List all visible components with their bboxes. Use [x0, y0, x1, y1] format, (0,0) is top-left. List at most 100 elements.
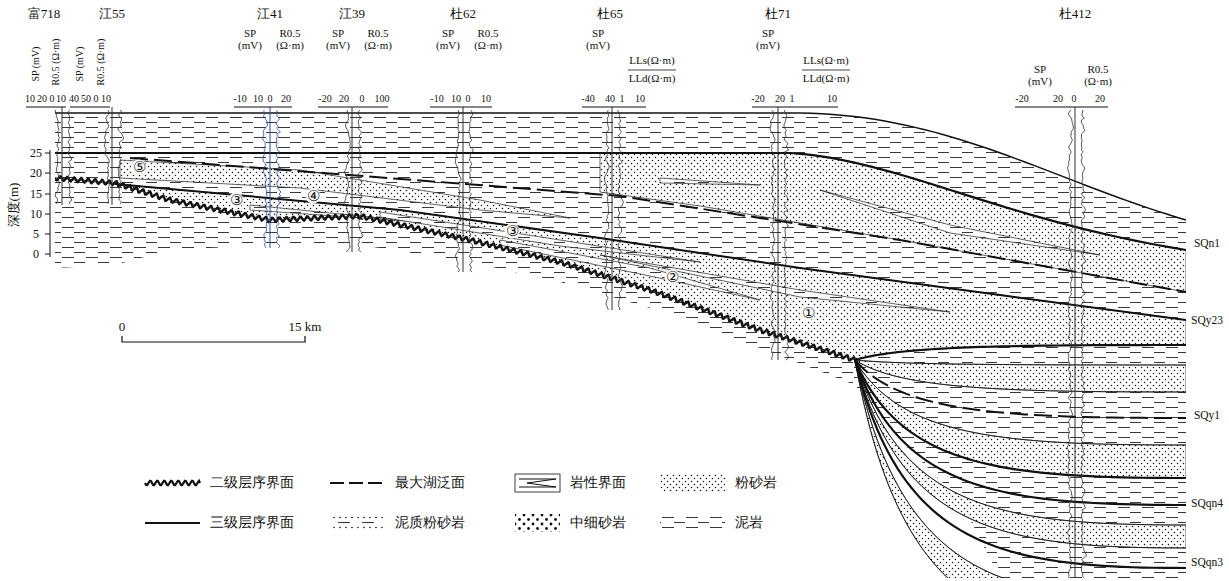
- log-scale-value: -20: [751, 94, 764, 105]
- log-scale-value: 20: [1095, 94, 1105, 105]
- log-scale-value: 0: [50, 94, 55, 105]
- mudstone-fill: [55, 113, 1186, 578]
- fraction-line: [802, 70, 850, 71]
- log-scale-value: 20: [281, 94, 291, 105]
- log-scale-value: 10: [481, 94, 491, 105]
- well-line: [1075, 107, 1076, 578]
- legend-text: 最大湖泛面: [395, 475, 465, 490]
- fan-boundary: [855, 360, 1186, 445]
- resistivity-curve: [469, 110, 473, 272]
- scale-label: 15 km: [289, 320, 322, 334]
- resistivity-curve: [618, 110, 623, 310]
- resistivity-curve: [68, 110, 72, 204]
- fraction-line: [628, 70, 676, 71]
- sequence-label: SQn1: [1194, 237, 1220, 249]
- log-scale-line: [26, 107, 66, 108]
- fan-boundary: [855, 360, 1186, 525]
- fan-boundary: [855, 360, 1186, 578]
- top-surface: [55, 113, 1186, 220]
- log-scale-value: 10: [56, 94, 66, 105]
- legend-text: 泥质粉砂岩: [395, 515, 465, 530]
- legend-swatch: [660, 474, 725, 492]
- log-curve-header: R0.5 (Ω·m): [96, 39, 107, 86]
- well-name: 杜65: [597, 7, 623, 21]
- depth-tick: 5: [33, 228, 39, 241]
- scale-bar: [122, 336, 305, 342]
- log-curve-header: SP (mV): [75, 47, 86, 82]
- log-curve-header: LLs(Ω·m): [803, 55, 848, 67]
- depth-tick: 10: [30, 208, 42, 221]
- log-curve-header: SP (mV): [430, 28, 466, 51]
- log-scale-value: 0: [1072, 94, 1077, 105]
- third-order-boundary: [115, 184, 1186, 320]
- log-curve-header: SP (mV): [31, 47, 42, 82]
- log-curve-header: LLd(Ω·m): [803, 73, 850, 85]
- log-scale-value: 40: [69, 94, 79, 105]
- log-curve-header: SP (mV): [750, 28, 786, 51]
- log-scale-value: 1: [620, 94, 625, 105]
- sequence-label: SQqn4: [1191, 497, 1223, 509]
- well-name: 杜71: [765, 7, 791, 21]
- legend-swatch: [660, 514, 725, 532]
- well-name: 杜412: [1059, 7, 1092, 21]
- callout-number: ③: [229, 193, 244, 208]
- log-scale-value: 10: [253, 94, 263, 105]
- log-scale-value: 10: [101, 94, 111, 105]
- callout-number: ⑤: [132, 160, 147, 175]
- log-scale-value: 20: [1053, 94, 1063, 105]
- log-scale-value: 0: [360, 94, 365, 105]
- sp-curve: [263, 110, 268, 248]
- sp-curve: [104, 110, 109, 204]
- mud-tongue: [500, 240, 760, 300]
- log-scale-value: 20: [775, 94, 785, 105]
- well-name: 江41: [257, 7, 283, 21]
- legend-swatch: [515, 514, 560, 532]
- log-curve-header: R0.5 (Ω·m): [360, 28, 396, 51]
- log-scale-value: -20: [1015, 94, 1028, 105]
- log-curve-header: R0.5 (Ω·m): [1080, 64, 1116, 87]
- sand-lens: [855, 360, 1186, 392]
- depth-axis: [45, 150, 50, 257]
- sp-curve: [55, 110, 59, 204]
- mud-tongue: [660, 178, 760, 185]
- log-scale-line: [430, 107, 492, 108]
- section: [55, 113, 1186, 578]
- log-scale-value: 20: [339, 94, 349, 105]
- log-scale-value: 10: [25, 94, 35, 105]
- depth-tick: 25: [30, 147, 42, 160]
- sp-curve: [1067, 110, 1074, 578]
- sand-lens: [855, 360, 1186, 578]
- well-line: [778, 107, 779, 360]
- callout-number: ①: [801, 306, 816, 321]
- legend: [145, 474, 725, 532]
- well-line: [112, 107, 113, 205]
- log-scale-value: 100: [375, 94, 390, 105]
- well-line: [352, 107, 353, 252]
- max-flooding-surface: [130, 158, 1186, 292]
- axis-title: 深度(m): [7, 183, 21, 228]
- legend-text: 泥岩: [735, 515, 763, 530]
- log-curve-header: R0.5 (Ω·m): [470, 28, 506, 51]
- log-curve-header: R0.5 (Ω·m): [51, 39, 62, 86]
- log-scale-value: 10: [451, 94, 461, 105]
- legend-text: 中细砂岩: [570, 515, 626, 530]
- well-name: 富718: [28, 7, 61, 21]
- legend-swatch: [330, 514, 385, 532]
- depth-tick: 20: [30, 167, 42, 180]
- well-line: [612, 107, 613, 310]
- fan-boundary: [855, 360, 1186, 478]
- log-curve-header: LLs(Ω·m): [629, 55, 674, 67]
- log-scale-value: 10: [827, 94, 837, 105]
- resistivity-curve: [358, 110, 363, 252]
- second-order-boundary: [55, 176, 855, 360]
- log-scale-value: -20: [318, 94, 331, 105]
- legend-text: 三级层序界面: [210, 515, 294, 530]
- fan-boundary: [855, 360, 1186, 392]
- log-scale-value: 0: [94, 94, 99, 105]
- log-scale-value: 40: [605, 94, 615, 105]
- well-name: 杜62: [450, 7, 476, 21]
- callout-number: ②: [665, 270, 680, 285]
- log-scale-value: 1: [790, 94, 795, 105]
